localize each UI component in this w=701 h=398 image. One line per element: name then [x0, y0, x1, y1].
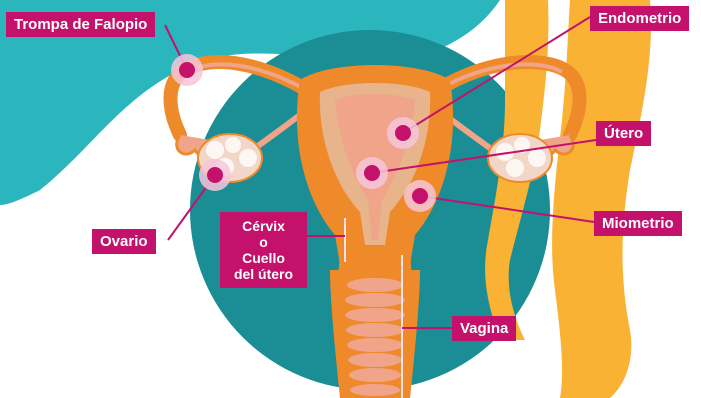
marker-miometrio: [404, 180, 436, 212]
marker-utero: [356, 157, 388, 189]
right-ovary: [488, 134, 552, 182]
leg-silhouette-front: [552, 0, 651, 398]
label-cervix-line-2: o: [226, 234, 301, 250]
marker-trompa: [171, 54, 203, 86]
label-endometrio: Endometrio: [590, 6, 689, 31]
marker-ovario: [199, 159, 231, 191]
label-cervix-line-4: del útero: [226, 266, 301, 282]
marker-endometrio: [387, 117, 419, 149]
label-vagina: Vagina: [452, 316, 516, 341]
label-ovario: Ovario: [92, 229, 156, 254]
label-cervix: Cérvix o Cuello del útero: [220, 212, 307, 288]
label-cervix-line-3: Cuello: [226, 250, 301, 266]
label-trompa-de-falopio: Trompa de Falopio: [6, 12, 155, 37]
label-cervix-line-1: Cérvix: [226, 218, 301, 234]
label-miometrio: Miometrio: [594, 211, 682, 236]
label-utero: Útero: [596, 121, 651, 146]
